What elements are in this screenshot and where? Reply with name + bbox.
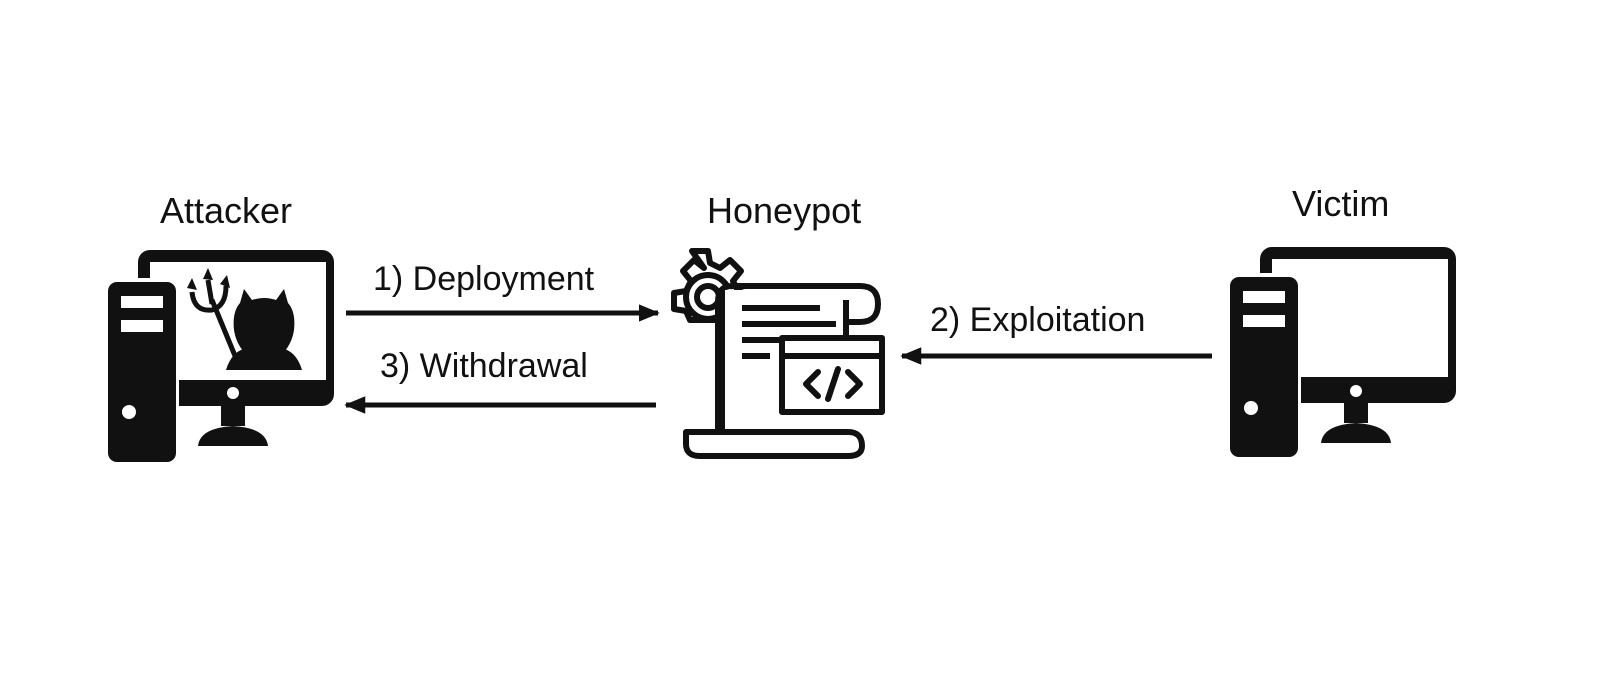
deployment-label: 1) Deployment bbox=[373, 260, 595, 298]
code-brackets-icon bbox=[803, 366, 863, 402]
victim-computer-icon bbox=[1225, 247, 1456, 459]
honeypot-code-scroll-icon bbox=[671, 248, 885, 459]
victim-label: Victim bbox=[1292, 183, 1390, 224]
attacker-computer-icon bbox=[103, 250, 334, 464]
devil-icon bbox=[187, 268, 302, 370]
attacker-label: Attacker bbox=[160, 190, 293, 231]
honeypot-label: Honeypot bbox=[707, 190, 862, 231]
withdrawal-label: 3) Withdrawal bbox=[380, 347, 588, 385]
exploitation-label: 2) Exploitation bbox=[930, 301, 1146, 339]
